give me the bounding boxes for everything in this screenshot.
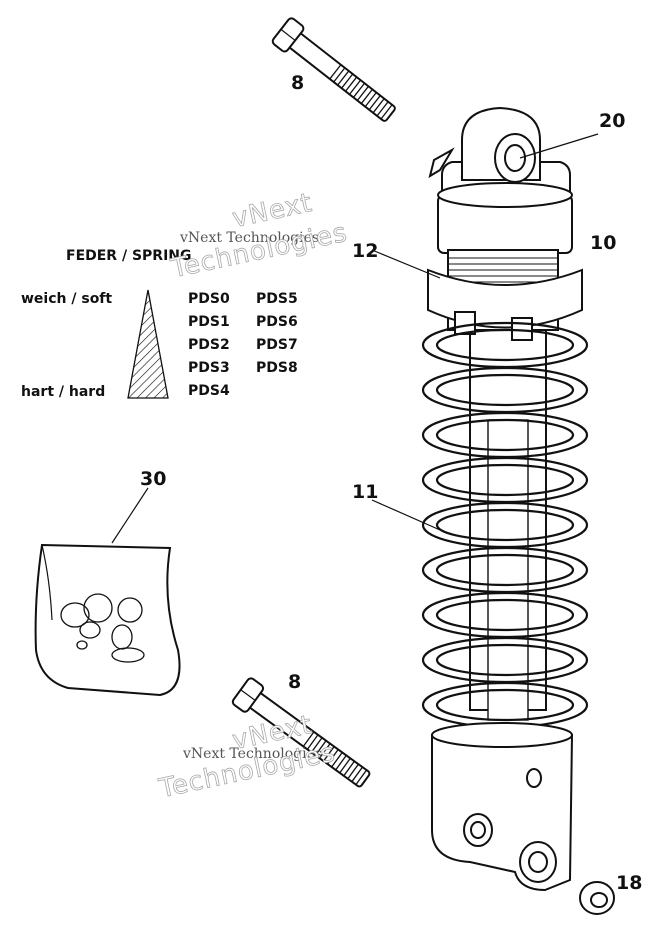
- legend-pds5: PDS5: [256, 291, 298, 307]
- legend-pds0: PDS0: [188, 291, 230, 307]
- legend-title: FEDER / SPRING: [66, 248, 192, 264]
- watermark-bottom-line2: vNext Technologies: [183, 746, 323, 762]
- callout-18: 18: [616, 872, 643, 894]
- callout-8-bottom: 8: [288, 671, 302, 693]
- legend-pds3: PDS3: [188, 360, 230, 376]
- legend-pds8: PDS8: [256, 360, 298, 376]
- watermark-top-line2: vNext Technologies: [180, 230, 320, 246]
- spring-rate-triangle: [127, 289, 169, 399]
- shock-absorber: [421, 106, 589, 892]
- callout-30: 30: [140, 468, 167, 490]
- legend-pds1: PDS1: [188, 314, 230, 330]
- legend-pds2: PDS2: [188, 337, 230, 353]
- bushing-18: [579, 881, 615, 915]
- callout-11: 11: [352, 481, 379, 503]
- parts-bag: [34, 543, 181, 697]
- leader-lines: [111, 133, 599, 544]
- legend-soft: weich / soft: [21, 291, 113, 307]
- legend-pds4: PDS4: [188, 383, 230, 399]
- callout-12: 12: [352, 240, 379, 262]
- legend-pds6: PDS6: [256, 314, 298, 330]
- callout-10: 10: [590, 232, 617, 254]
- legend-pds7: PDS7: [256, 337, 298, 353]
- callout-20: 20: [599, 110, 626, 132]
- legend-hard: hart / hard: [21, 384, 106, 400]
- bolt-bottom: [231, 677, 371, 788]
- bolt-top: [271, 17, 396, 122]
- callout-8-top: 8: [291, 72, 305, 94]
